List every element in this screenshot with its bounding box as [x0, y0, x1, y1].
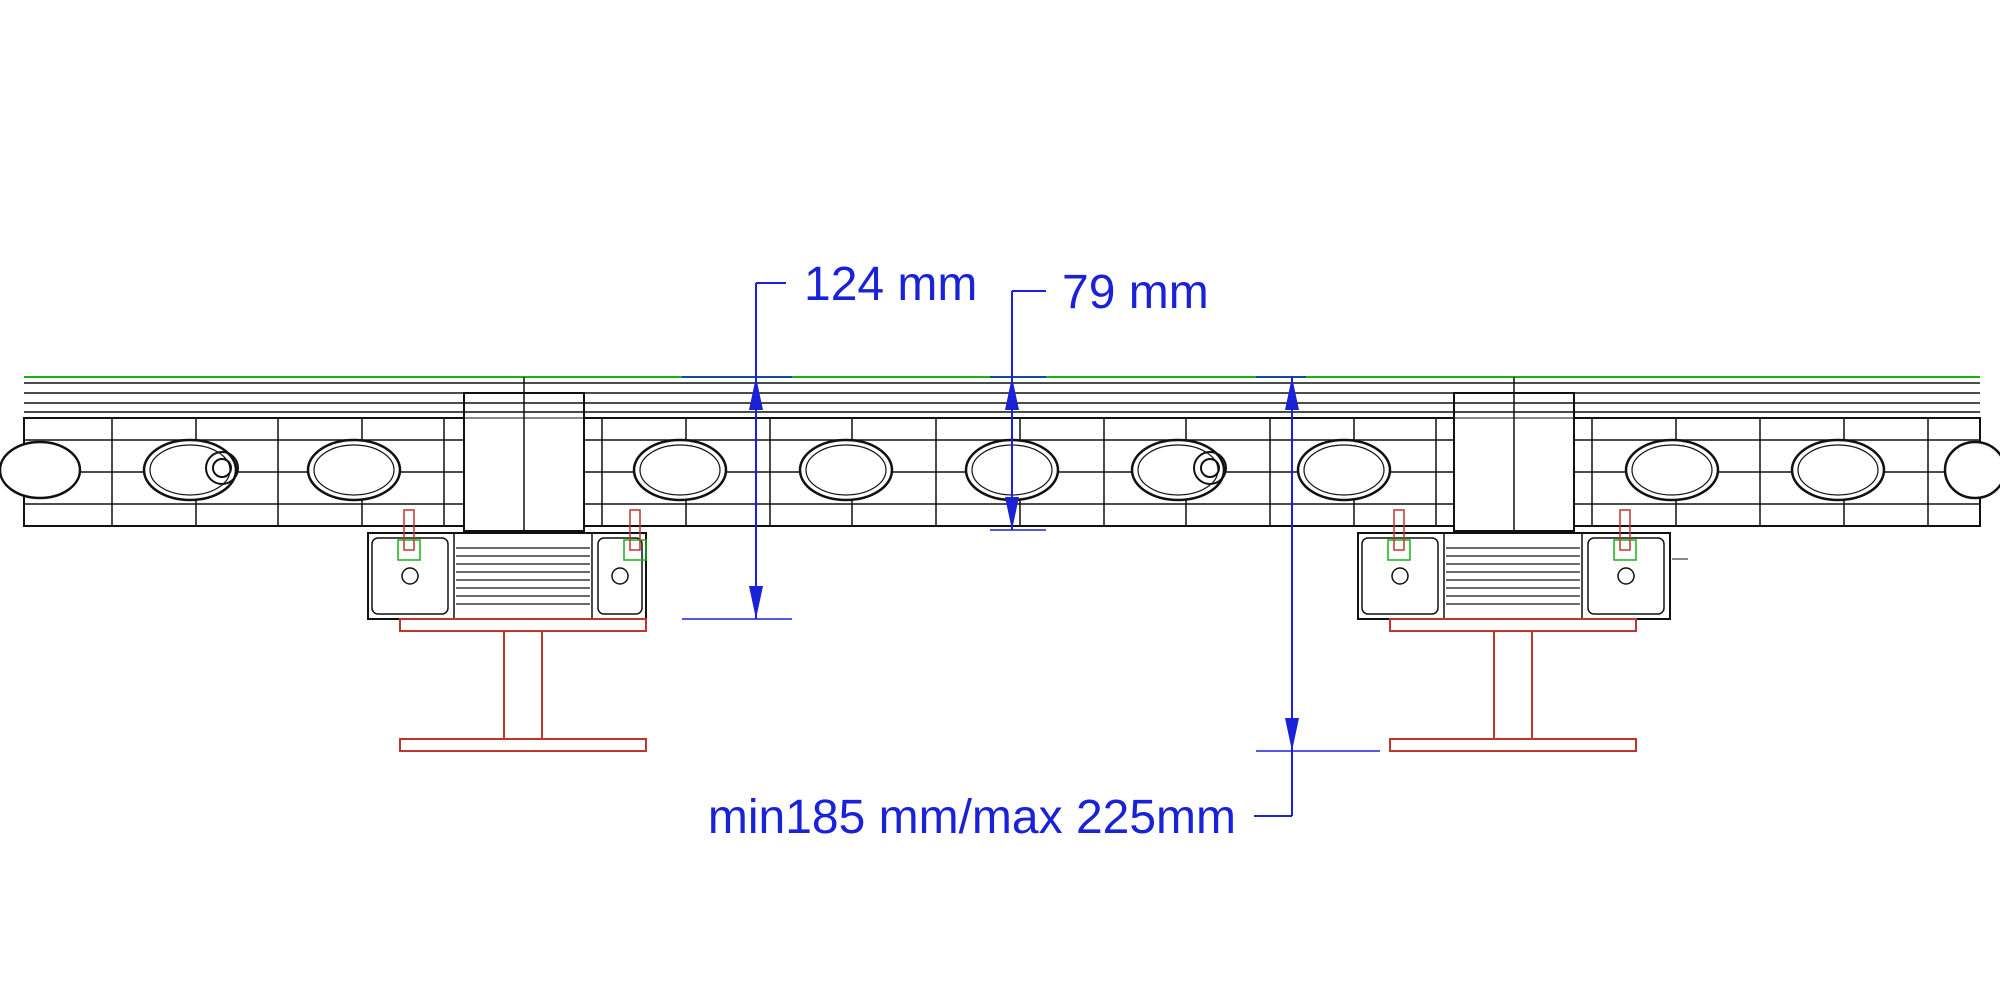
top-rail	[24, 376, 1980, 419]
belt-modules	[0, 377, 2000, 532]
dimension-label-total: min185 mm/max 225mm	[708, 791, 1236, 844]
dimension-label-124: 124 mm	[804, 258, 977, 311]
dimension-79mm: 79 mm	[990, 266, 1209, 531]
dimension-124mm: 124 mm	[682, 258, 977, 620]
dimension-total-height: min185 mm/max 225mm	[708, 376, 1380, 844]
dimension-label-79: 79 mm	[1062, 266, 1209, 319]
profile-right	[1357, 509, 1688, 752]
profile-left	[367, 509, 647, 752]
